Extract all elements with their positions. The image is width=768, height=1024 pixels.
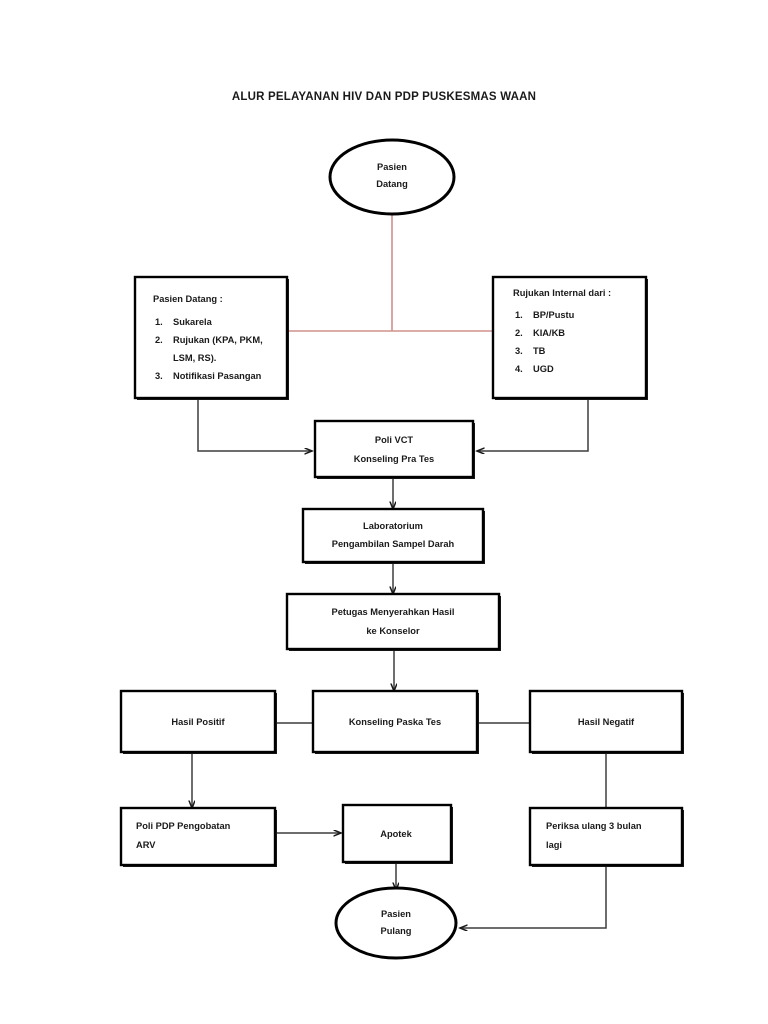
node-label-line2: Pengambilan Sampel Darah	[332, 539, 455, 549]
list-item-number: 2.	[155, 335, 163, 345]
node-hasil-positif[interactable]: Hasil Positif	[119, 689, 277, 754]
list-item-number: 2.	[515, 328, 523, 338]
connector-intake-left-to-vct	[197, 398, 312, 451]
node-label-line1: Poli VCT	[375, 435, 414, 445]
list-item-number: 1.	[155, 317, 163, 327]
node-label-line2: ARV	[136, 840, 156, 850]
node-pasien-datang-box[interactable]: Pasien Datang : 1. Sukarela 2. Rujukan (…	[133, 275, 289, 400]
node-label-line1: Hasil Negatif	[578, 717, 635, 727]
node-periksa-ulang[interactable]: Periksa ulang 3 bulan lagi	[528, 806, 684, 867]
node-apotek[interactable]: Apotek	[341, 803, 453, 864]
connector-intake-right-to-vct	[477, 398, 589, 451]
node-label-line2: ke Konselor	[366, 626, 420, 636]
node-label-line2: Datang	[376, 179, 408, 189]
list-item-text: Rujukan (KPA, PKM,	[173, 335, 263, 345]
node-label-line1: Petugas Menyerahkan Hasil	[332, 607, 455, 617]
list-item-number: 3.	[515, 346, 523, 356]
node-label-line1: Hasil Positif	[171, 717, 225, 727]
node-label-line1: Pasien	[381, 909, 411, 919]
node-poli-vct[interactable]: Poli VCT Konseling Pra Tes	[313, 419, 475, 479]
node-poli-pdp[interactable]: Poli PDP Pengobatan ARV	[119, 806, 277, 867]
connector-periksa-to-pulang	[460, 864, 607, 928]
node-label-line1: Poli PDP Pengobatan	[136, 821, 231, 831]
node-rujukan-internal-box[interactable]: Rujukan Internal dari : 1. BP/Pustu 2. K…	[491, 275, 648, 400]
node-label-line1: Konseling Paska Tes	[349, 717, 441, 727]
node-pasien-datang-start[interactable]: Pasien Datang	[328, 138, 456, 216]
page-title: ALUR PELAYANAN HIV DAN PDP PUSKESMAS WAA…	[231, 91, 537, 103]
node-heading: Pasien Datang :	[153, 294, 223, 304]
list-item-text: BP/Pustu	[533, 310, 575, 320]
list-item-number: 1.	[515, 310, 523, 320]
list-item-text: Sukarela	[173, 317, 213, 327]
node-label-line1: Apotek	[380, 829, 412, 839]
node-label-line2: lagi	[546, 840, 562, 850]
node-label-line1: Laboratorium	[363, 521, 423, 531]
node-laboratorium[interactable]: Laboratorium Pengambilan Sampel Darah	[301, 507, 485, 564]
node-label-line1: Pasien	[377, 162, 407, 172]
node-label-line1: Periksa ulang 3 bulan	[546, 821, 642, 831]
list-item-text: KIA/KB	[533, 328, 565, 338]
list-item-text: TB	[533, 346, 546, 356]
list-item-number: 4.	[515, 364, 523, 374]
node-hasil-negatif[interactable]: Hasil Negatif	[528, 689, 684, 754]
list-item-text: LSM, RS).	[173, 353, 216, 363]
node-label-line2: Konseling Pra Tes	[354, 454, 434, 464]
node-pasien-pulang[interactable]: Pasien Pulang	[334, 886, 458, 960]
node-petugas-menyerahkan-hasil[interactable]: Petugas Menyerahkan Hasil ke Konselor	[285, 592, 501, 651]
node-label-line2: Pulang	[381, 926, 412, 936]
list-item-number: 3.	[155, 371, 163, 381]
node-heading: Rujukan Internal dari :	[513, 288, 611, 298]
list-item-text: UGD	[533, 364, 554, 374]
node-konseling-paska-tes[interactable]: Konseling Paska Tes	[311, 689, 479, 754]
list-item-text: Notifikasi Pasangan	[173, 371, 262, 381]
